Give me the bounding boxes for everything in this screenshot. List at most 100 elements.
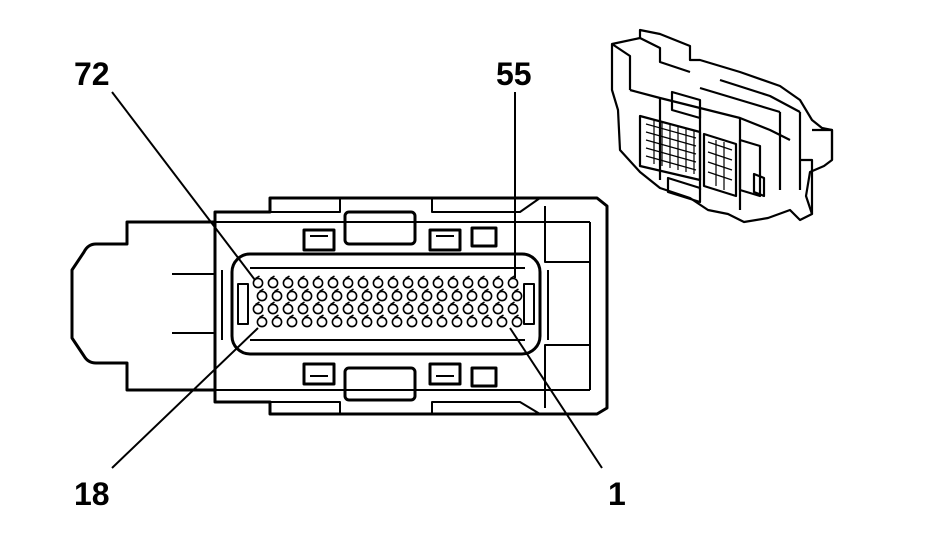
pin-cavity	[391, 290, 403, 302]
pin-cavity	[492, 277, 504, 289]
pin-cavity	[361, 316, 373, 328]
pin-cavity	[496, 316, 508, 328]
pin-latch-mark	[285, 301, 290, 306]
pin-cavity	[451, 316, 463, 328]
iso-pin-dots	[645, 120, 733, 190]
callout-pin-55: 55	[496, 56, 532, 92]
pin-latch-mark	[259, 314, 264, 319]
pin-latch-mark	[330, 301, 335, 306]
pin-cavity	[511, 316, 523, 328]
pin-latch-mark	[424, 288, 429, 293]
pin-latch-mark	[480, 301, 485, 306]
pin-latch-mark	[484, 314, 489, 319]
leader-pin-1	[509, 327, 603, 469]
pin-latch-mark	[289, 314, 294, 319]
pin-cavity	[417, 277, 429, 289]
pin-cavity	[316, 290, 328, 302]
pin-latch-mark	[469, 314, 474, 319]
pin-cavity	[342, 303, 354, 315]
pin-latch-mark	[270, 301, 275, 306]
pin-cavity	[462, 277, 474, 289]
pin-cavity	[507, 277, 519, 289]
pin-cavity	[286, 290, 298, 302]
pin-cavity	[297, 277, 309, 289]
pin-latch-mark	[375, 301, 380, 306]
pin-latch-mark	[345, 275, 350, 280]
pin-cavity	[406, 290, 418, 302]
pin-cavity	[372, 303, 384, 315]
pin-latch-mark	[390, 275, 395, 280]
pin-cavity	[477, 303, 489, 315]
pin-cavity	[346, 290, 358, 302]
pin-cavity	[372, 277, 384, 289]
pin-latch-mark	[495, 301, 500, 306]
pin-cavity	[511, 290, 523, 302]
pin-cavity	[357, 303, 369, 315]
pin-cavity	[391, 316, 403, 328]
callout-pin-18: 18	[74, 476, 110, 512]
pin-cavity	[451, 290, 463, 302]
pin-latch-mark	[424, 314, 429, 319]
callout-pin-1: 1	[608, 476, 626, 512]
pin-cavity	[496, 290, 508, 302]
pin-latch-mark	[255, 301, 260, 306]
pin-cavity	[436, 290, 448, 302]
pin-cavity	[327, 277, 339, 289]
pin-latch-mark	[439, 288, 444, 293]
pin-cavity	[436, 316, 448, 328]
pin-cavity	[357, 277, 369, 289]
pin-cavity	[492, 303, 504, 315]
pin-latch-mark	[514, 314, 519, 319]
pin-latch-mark	[469, 288, 474, 293]
pin-latch-mark	[334, 288, 339, 293]
pin-cavity	[316, 316, 328, 328]
pin-cavity	[256, 290, 268, 302]
pin-cavity	[312, 277, 324, 289]
pin-latch-mark	[495, 275, 500, 280]
pin-latch-mark	[454, 314, 459, 319]
pin-cavity	[466, 290, 478, 302]
pin-cavity	[361, 290, 373, 302]
pin-cavity	[327, 303, 339, 315]
leader-pin-72	[111, 91, 256, 281]
pin-latch-mark	[300, 275, 305, 280]
pin-latch-mark	[510, 275, 515, 280]
pin-cavity	[282, 277, 294, 289]
pin-latch-mark	[394, 288, 399, 293]
pin-latch-mark	[465, 301, 470, 306]
connector-latch	[70, 220, 217, 392]
pin-latch-mark	[300, 301, 305, 306]
pin-cavity	[507, 303, 519, 315]
pin-cavity	[252, 303, 264, 315]
pin-latch-mark	[510, 301, 515, 306]
pin-latch-mark	[334, 314, 339, 319]
pin-latch-mark	[465, 275, 470, 280]
pin-latch-mark	[364, 288, 369, 293]
pin-cavity	[331, 316, 343, 328]
pin-latch-mark	[409, 314, 414, 319]
pin-cavity	[301, 316, 313, 328]
pin-latch-mark	[499, 288, 504, 293]
pin-latch-mark	[285, 275, 290, 280]
leader-pin-18	[111, 327, 259, 469]
pin-latch-mark	[450, 275, 455, 280]
pin-latch-mark	[435, 301, 440, 306]
pin-cavity	[282, 303, 294, 315]
pin-latch-mark	[255, 275, 260, 280]
pin-cavity	[421, 290, 433, 302]
pin-cavity	[312, 303, 324, 315]
pin-cavity	[331, 290, 343, 302]
pin-latch-mark	[315, 275, 320, 280]
pin-latch-mark	[360, 301, 365, 306]
pin-latch-mark	[304, 314, 309, 319]
pin-latch-mark	[514, 288, 519, 293]
pin-latch-mark	[345, 301, 350, 306]
pin-cavity	[432, 277, 444, 289]
callout-leaders	[111, 91, 603, 469]
pin-cavity	[402, 303, 414, 315]
pin-cavity	[462, 303, 474, 315]
pin-grid	[252, 275, 523, 328]
pin-latch-mark	[405, 301, 410, 306]
pin-cavity	[387, 277, 399, 289]
